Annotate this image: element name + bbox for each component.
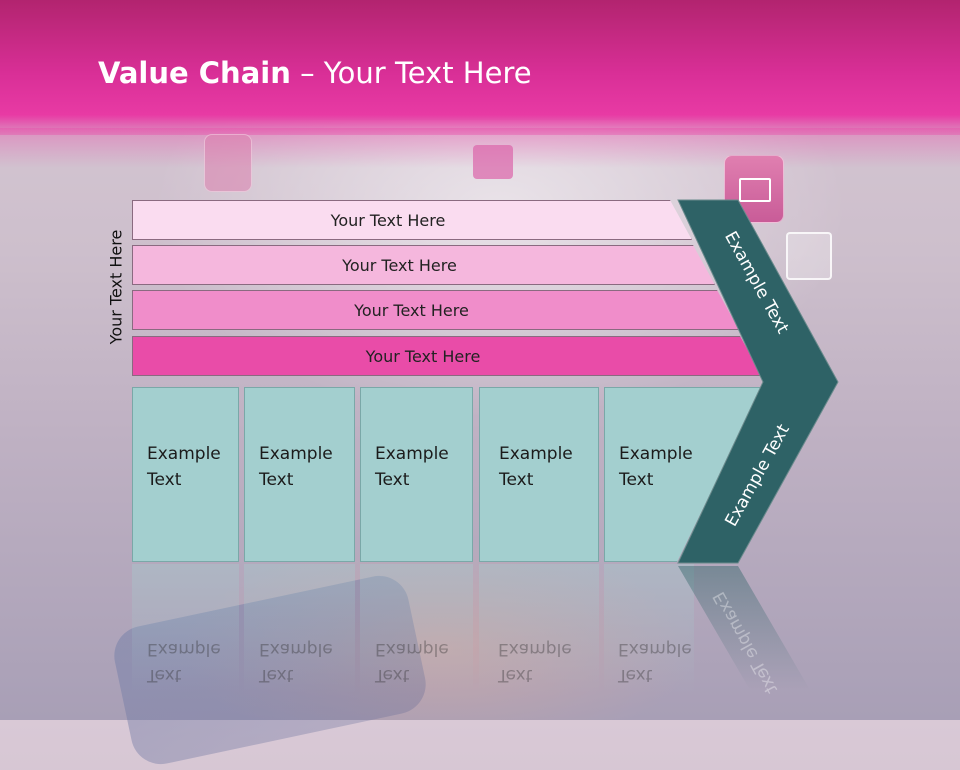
slide-title-rest: – Your Text Here [290,56,532,90]
header-band [0,0,960,135]
bar-2[interactable]: Your Text Here [132,245,715,285]
bar-3-label: Your Text Here [354,300,469,320]
reflection-box-5 [604,564,694,694]
chevron-arrow: Example Text Example Text Example Text [677,199,839,690]
step-box-1-line1: Example [147,444,221,464]
chevron-reflection [678,566,810,690]
step-box-2-line2: Text [259,470,294,490]
step-box-4-line1: Example [499,444,573,464]
step-box-2[interactable]: Example Text [244,387,355,562]
slide-title[interactable]: Value Chain – Your Text Here [98,56,532,90]
step-box-3-line1: Example [375,444,449,464]
bar-3[interactable]: Your Text Here [132,290,739,330]
user-icon [786,232,832,280]
step-box-3[interactable]: Example Text [360,387,473,562]
chat-icon [473,145,513,179]
bar-4[interactable]: Your Text Here [132,336,762,376]
bar-2-label: Your Text Here [342,255,457,275]
slide-title-bold: Value Chain [98,56,291,90]
reflection-box-4 [479,564,599,694]
step-box-4[interactable]: Example Text [479,387,599,562]
step-box-1[interactable]: Example Text [132,387,239,562]
step-box-1-line2: Text [147,470,182,490]
reflection-box-3 [360,564,473,694]
step-box-4-line2: Text [499,470,534,490]
bar-1-label: Your Text Here [330,210,446,230]
app-icon [204,134,252,192]
step-box-5-line2: Text [619,470,654,490]
step-box-3-line2: Text [375,470,410,490]
reflection-box-2 [244,564,355,694]
bar-4-label: Your Text Here [365,346,481,366]
step-box-2-line1: Example [259,444,333,464]
step-box-5-line1: Example [619,444,693,464]
reflection-box-1 [132,564,239,694]
chevron-shape[interactable] [677,199,839,564]
